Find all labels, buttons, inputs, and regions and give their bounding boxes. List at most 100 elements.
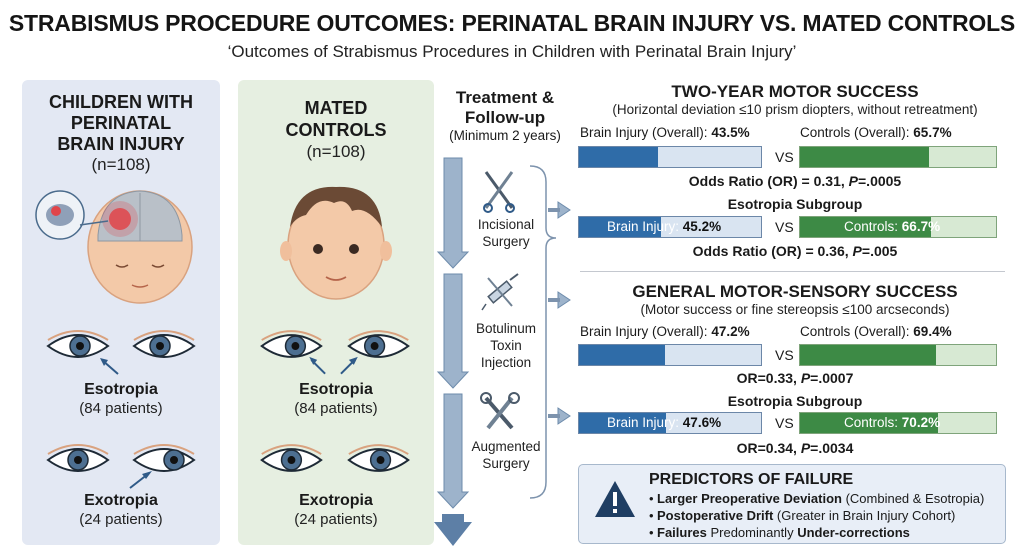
bar-fill bbox=[579, 413, 666, 433]
bar-sensory-control bbox=[799, 344, 997, 366]
brain-esotropia-label: Esotropia bbox=[84, 381, 158, 398]
bar-label: Controls: 70.2% bbox=[844, 415, 940, 430]
predictor-bold: Failures bbox=[657, 525, 707, 540]
label-text: Controls (Overall): bbox=[800, 324, 910, 339]
motor-control-label: Controls (Overall): 65.7% bbox=[800, 125, 952, 140]
predictor-rest: Predominantly bbox=[706, 525, 798, 540]
p-label: P bbox=[800, 370, 811, 386]
control-panel-n: (n=108) bbox=[306, 142, 366, 161]
control-esotropia-label: Esotropia bbox=[299, 381, 373, 398]
sensory-control-label: Controls (Overall): 69.4% bbox=[800, 324, 952, 339]
exotropia-eyes-brain bbox=[46, 444, 196, 489]
or-text: OR=0.33, bbox=[736, 370, 801, 386]
treatment-botulinum-toxin: Botulinum Toxin Injection bbox=[462, 320, 550, 371]
brain-panel-n: (n=108) bbox=[91, 155, 151, 174]
value-text: 45.2% bbox=[682, 219, 722, 234]
left-eye-icon bbox=[46, 444, 110, 472]
flow-arrow-3 bbox=[436, 393, 470, 509]
bar-sensory-sub-brain: Brain Injury: 47.6% bbox=[578, 412, 762, 434]
p-value: =.005 bbox=[861, 243, 898, 259]
vs-label: VS bbox=[775, 149, 794, 165]
esotropia-eyes-control bbox=[260, 330, 410, 375]
sensory-success-title: GENERAL MOTOR-SENSORY SUCCESS bbox=[632, 282, 958, 301]
treatment-label-line: Botulinum bbox=[475, 321, 537, 336]
vs-label: VS bbox=[775, 415, 794, 431]
value-text: 47.6% bbox=[682, 415, 722, 430]
control-child-illustration bbox=[280, 186, 392, 300]
scalpel-scissors-icon bbox=[483, 171, 515, 213]
child-with-brain-injury-illustration bbox=[35, 190, 193, 304]
or-text: Odds Ratio (OR) = 0.31, bbox=[688, 173, 849, 189]
bar-sensory-brain bbox=[578, 344, 762, 366]
vs-label: VS bbox=[775, 219, 794, 235]
tools-icon bbox=[480, 392, 520, 430]
motor-sub-odds-ratio: Odds Ratio (OR) = 0.36, P=.005 bbox=[580, 243, 1010, 259]
predictor-bold: Postoperative Drift bbox=[657, 508, 774, 523]
brain-esotropia-count: (84 patients) bbox=[79, 400, 163, 417]
value-text: 47.2% bbox=[711, 324, 750, 339]
value-text: 65.7% bbox=[913, 125, 952, 140]
brain-injury-panel: CHILDREN WITH PERINATAL BRAIN INJURY (n=… bbox=[22, 80, 220, 545]
bar-fill bbox=[579, 345, 665, 365]
label-text: Controls: bbox=[844, 415, 899, 430]
bar-motor-brain bbox=[578, 146, 762, 168]
bar-motor-sub-brain: Brain Injury: 45.2% bbox=[578, 216, 762, 238]
brain-exotropia-count: (24 patients) bbox=[79, 511, 163, 528]
left-eye-icon bbox=[260, 330, 323, 358]
treatment-label-line: Augmented bbox=[471, 439, 541, 454]
treatment-heading-1: Treatment & bbox=[455, 88, 555, 107]
flow-arrow-end bbox=[434, 514, 472, 546]
predictor-rest: (Combined & Esotropia) bbox=[841, 491, 985, 506]
or-text: OR=0.34, bbox=[736, 440, 801, 456]
brain-panel-heading-1: CHILDREN WITH bbox=[49, 92, 193, 112]
predictor-item: •Larger Preoperative Deviation (Combined… bbox=[649, 491, 985, 506]
bar-fill bbox=[579, 217, 662, 237]
bar-label: Brain Injury: 47.6% bbox=[607, 415, 721, 430]
label-text: Controls: bbox=[844, 219, 899, 234]
p-value: =.0034 bbox=[810, 440, 854, 456]
bracket-line bbox=[529, 165, 557, 499]
brain-panel-heading-3: BRAIN INJURY bbox=[57, 134, 185, 154]
treatment-augmented-surgery: Augmented Surgery bbox=[462, 438, 550, 472]
sensory-sub-odds-ratio: OR=0.34, P=.0034 bbox=[580, 440, 1010, 456]
right-eye-icon bbox=[347, 444, 410, 472]
label-text: Controls (Overall): bbox=[800, 125, 910, 140]
bar-fill bbox=[800, 413, 938, 433]
p-label: P bbox=[852, 243, 862, 259]
treatment-label-line: Incisional bbox=[477, 217, 535, 232]
sensory-success-subtitle: (Motor success or fine stereopsis ≤100 a… bbox=[640, 302, 950, 317]
right-eye-icon bbox=[132, 330, 196, 358]
predictor-bold: Under-corrections bbox=[797, 525, 910, 540]
sensory-odds-ratio: OR=0.33, P=.0007 bbox=[580, 370, 1010, 386]
value-text: 66.7% bbox=[901, 219, 941, 234]
label-text: Brain Injury: bbox=[607, 415, 680, 430]
treatment-label-line: Surgery bbox=[482, 456, 530, 471]
hair bbox=[290, 186, 382, 227]
bar-label: Controls: 66.7% bbox=[844, 219, 940, 234]
bar-fill bbox=[579, 147, 659, 167]
sensory-subgroup-title: Esotropia Subgroup bbox=[727, 393, 863, 409]
treatment-flow-graphic bbox=[434, 157, 571, 546]
p-label: P bbox=[848, 173, 858, 189]
lesion-mark bbox=[109, 208, 131, 230]
vs-label: VS bbox=[775, 347, 794, 363]
flow-arrow-2 bbox=[436, 273, 470, 389]
value-text: 43.5% bbox=[711, 125, 750, 140]
control-exotropia-count: (24 patients) bbox=[294, 511, 378, 528]
esotropia-eyes-brain bbox=[46, 330, 196, 375]
motor-odds-ratio: Odds Ratio (OR) = 0.31, P=.0005 bbox=[580, 173, 1010, 189]
p-value: =.0007 bbox=[810, 370, 854, 386]
bar-fill bbox=[800, 345, 937, 365]
predictor-item: •Failures Predominantly Under-correction… bbox=[649, 525, 910, 540]
label-text: Brain Injury: bbox=[607, 219, 680, 234]
motor-success-title: TWO-YEAR MOTOR SUCCESS bbox=[671, 82, 919, 101]
value-text: 69.4% bbox=[913, 324, 952, 339]
predictor-bold: Larger Preoperative Deviation bbox=[657, 491, 842, 506]
treatment-incisional-surgery: Incisional Surgery bbox=[462, 216, 550, 250]
mated-controls-panel: MATED CONTROLS (n=108) Esotropia (84 pat… bbox=[238, 80, 434, 545]
left-eye-icon bbox=[260, 444, 323, 472]
control-panel-heading-2: CONTROLS bbox=[285, 120, 387, 140]
control-esotropia-count: (84 patients) bbox=[294, 400, 378, 417]
flow-arrow-1 bbox=[436, 157, 470, 269]
treatment-minimum: (Minimum 2 years) bbox=[449, 128, 561, 143]
